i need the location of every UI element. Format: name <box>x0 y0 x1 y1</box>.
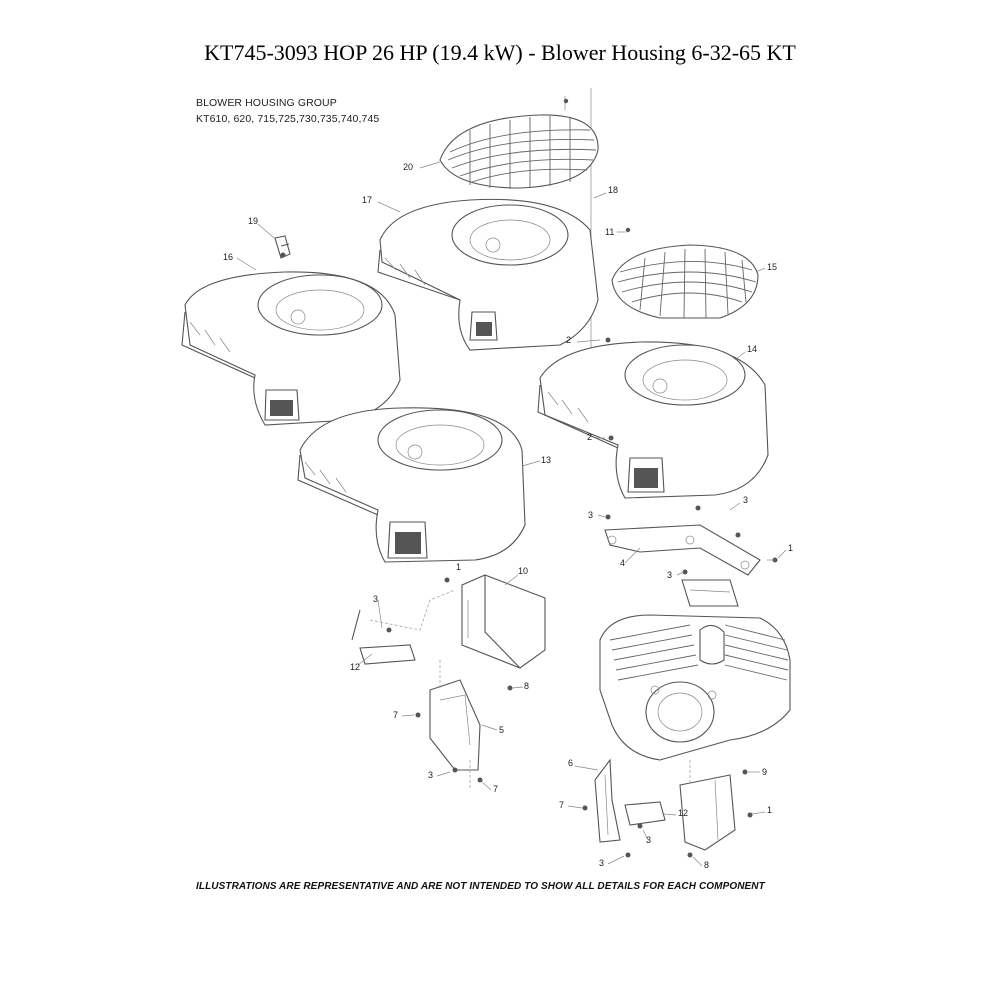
callout-3-e: 3 <box>428 770 434 780</box>
part-15-grille <box>611 227 759 319</box>
callout-7-b: 7 <box>493 784 499 794</box>
part-10-baffle <box>461 574 546 669</box>
callout-3-g: 3 <box>599 858 605 868</box>
callout-2-upper: 2 <box>566 335 572 345</box>
callout-1-c: 1 <box>767 805 773 815</box>
callout-7-c: 7 <box>559 800 565 810</box>
leader-lines <box>236 161 787 867</box>
callout-14: 14 <box>747 344 758 354</box>
callout-20: 20 <box>403 162 414 172</box>
callout-5: 5 <box>499 725 505 735</box>
callout-17: 17 <box>362 195 373 205</box>
callout-1-a: 1 <box>788 543 794 553</box>
callout-12-left: 12 <box>350 662 361 672</box>
callout-13: 13 <box>541 455 552 465</box>
callout-3-d: 3 <box>373 594 379 604</box>
callout-6: 6 <box>568 758 574 768</box>
part-4-bracket <box>604 524 761 607</box>
part-20-grille <box>439 96 599 189</box>
model-list: KT610, 620, 715,725,730,735,740,745 <box>196 113 380 125</box>
part-6-baffle <box>594 758 621 843</box>
callout-9: 9 <box>762 767 768 777</box>
callout-19: 19 <box>248 216 259 226</box>
callout-8-a: 8 <box>524 681 530 691</box>
part-13-housing <box>297 407 526 563</box>
part-17-housing <box>377 198 599 351</box>
fasteners <box>280 252 778 858</box>
callout-3-a: 3 <box>588 510 594 520</box>
page-title: KT745-3093 HOP 26 HP (19.4 kW) - Blower … <box>204 40 796 65</box>
callout-4: 4 <box>620 558 626 568</box>
callout-18: 18 <box>608 185 619 195</box>
part-12-bracket-left <box>351 589 456 665</box>
callout-1-b: 1 <box>456 562 462 572</box>
part-19-clip <box>274 235 291 259</box>
callout-12-right: 12 <box>678 808 689 818</box>
callout-3-f: 3 <box>646 835 652 845</box>
part-12-bracket-right <box>624 801 666 826</box>
callout-2-lower: 2 <box>587 432 593 442</box>
callout-16: 16 <box>223 252 234 262</box>
callout-3-b: 3 <box>743 495 749 505</box>
callout-7-a: 7 <box>393 710 399 720</box>
part-14-housing <box>537 341 769 499</box>
part-5-baffle <box>429 660 481 790</box>
disclaimer-text: ILLUSTRATIONS ARE REPRESENTATIVE AND ARE… <box>196 881 765 892</box>
engine-block <box>599 614 791 761</box>
part-baffle-right <box>679 760 736 851</box>
part-16-housing <box>181 271 401 426</box>
callout-11: 11 <box>605 227 615 237</box>
callout-15: 15 <box>767 262 778 272</box>
group-heading: BLOWER HOUSING GROUP <box>196 97 337 109</box>
callout-3-c: 3 <box>667 570 673 580</box>
callout-10: 10 <box>518 566 529 576</box>
callout-8-b: 8 <box>704 860 710 870</box>
